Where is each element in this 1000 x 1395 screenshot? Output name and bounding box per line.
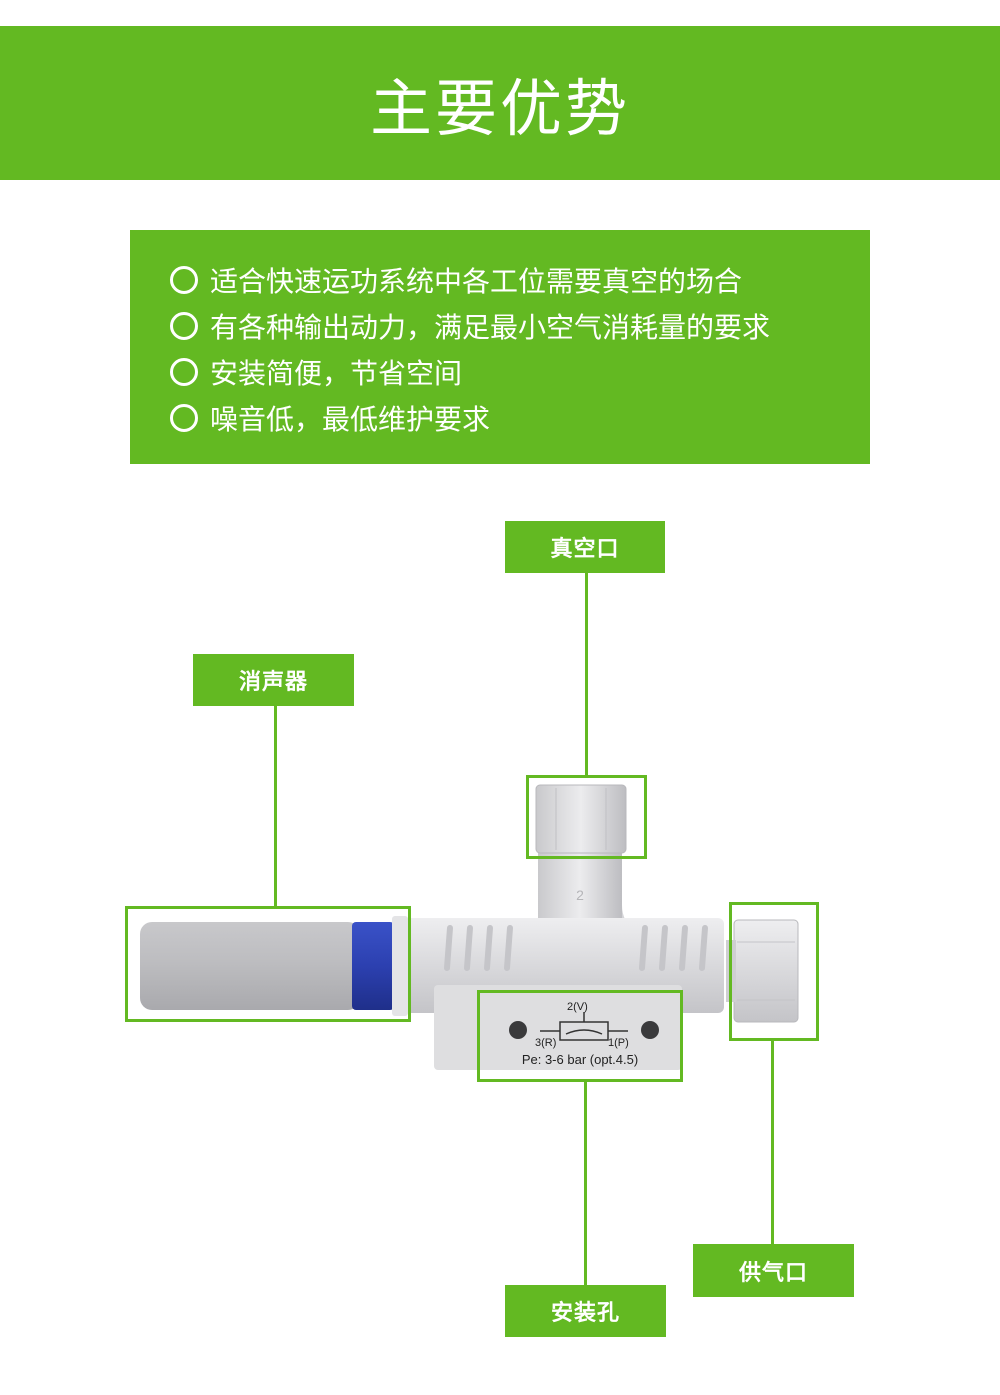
mounting-hole-right bbox=[641, 1021, 659, 1039]
feature-item: 噪音低，最低维护要求 bbox=[170, 395, 870, 441]
pneumatic-symbol bbox=[540, 1012, 628, 1041]
air-supply-label: 供气口 bbox=[693, 1244, 854, 1297]
symbol-left-text: 3(R) bbox=[535, 1037, 556, 1049]
circle-bullet-icon bbox=[170, 404, 198, 432]
vacuum-port-label: 真空口 bbox=[505, 521, 665, 573]
vacuum-port-frame bbox=[526, 775, 647, 859]
top-hex-nut bbox=[535, 784, 627, 854]
feature-text: 适合快速运功系统中各工位需要真空的场合 bbox=[210, 265, 743, 298]
air-supply-frame bbox=[729, 902, 819, 1041]
feature-text: 有各种输出动力，满足最小空气消耗量的要求 bbox=[210, 311, 771, 344]
air-supply-line bbox=[771, 1040, 774, 1245]
header-banner: 主要优势 bbox=[0, 26, 1000, 180]
body-ribs bbox=[444, 925, 708, 971]
silencer-frame bbox=[125, 906, 411, 1022]
port-number-text: 2 bbox=[576, 887, 584, 903]
vacuum-port-line bbox=[585, 573, 588, 776]
mounting-block bbox=[434, 985, 682, 1070]
circle-bullet-icon bbox=[170, 312, 198, 340]
mounting-hole-left bbox=[509, 1021, 527, 1039]
feature-item: 适合快速运功系统中各工位需要真空的场合 bbox=[170, 257, 870, 303]
feature-item: 安装简便，节省空间 bbox=[170, 349, 870, 395]
feature-item: 有各种输出动力，满足最小空气消耗量的要求 bbox=[170, 303, 870, 349]
mounting-hole-frame bbox=[477, 990, 683, 1082]
vertical-stem-body bbox=[538, 850, 622, 930]
feature-text: 噪音低，最低维护要求 bbox=[210, 403, 491, 436]
pressure-text: Pe: 3-6 bar (opt.4.5) bbox=[522, 1052, 638, 1067]
silencer-collar bbox=[392, 916, 408, 1016]
symbol-top-text: 2(V) bbox=[567, 1001, 588, 1013]
features-box: 适合快速运功系统中各工位需要真空的场合 有各种输出动力，满足最小空气消耗量的要求… bbox=[130, 230, 870, 464]
silencer-filter bbox=[140, 922, 360, 1010]
blue-seal-ring bbox=[352, 922, 394, 1010]
symbol-right-text: 1(P) bbox=[608, 1037, 629, 1049]
silencer-label: 消声器 bbox=[193, 654, 354, 706]
feature-text: 安装简便，节省空间 bbox=[210, 357, 463, 390]
circle-bullet-icon bbox=[170, 266, 198, 294]
mounting-hole-label: 安装孔 bbox=[505, 1285, 666, 1337]
circle-bullet-icon bbox=[170, 358, 198, 386]
silencer-line bbox=[274, 706, 277, 907]
mounting-hole-line bbox=[584, 1081, 587, 1286]
page-title: 主要优势 bbox=[369, 72, 630, 145]
